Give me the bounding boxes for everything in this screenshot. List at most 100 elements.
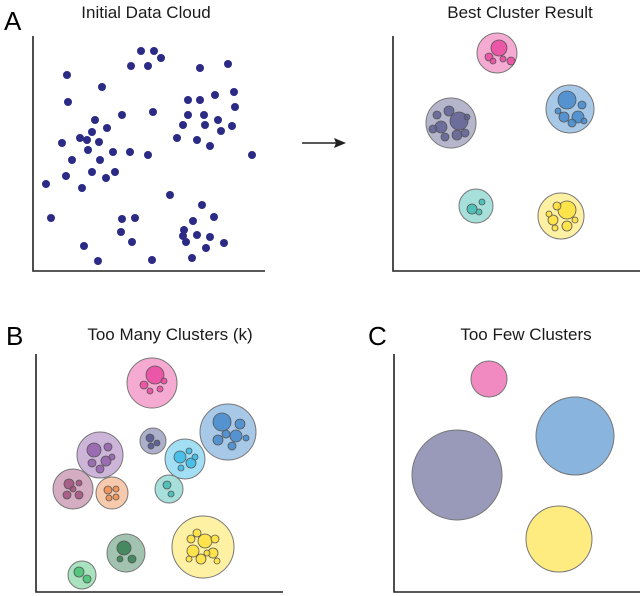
data-point [198,201,206,209]
cluster-member [242,434,250,442]
cluster-member [212,434,224,446]
cluster-member [221,429,231,439]
cluster-member [192,528,202,538]
data-point [188,254,196,262]
cluster-cyan [164,438,206,480]
cluster-member [74,490,84,500]
data-point [42,180,50,188]
data-point [224,60,232,68]
data-point [220,239,228,247]
data-point [193,231,201,239]
data-point [196,64,204,72]
cluster-boundary [411,429,503,521]
cluster-member [234,418,246,430]
data-point [78,184,86,192]
cluster-member [87,458,97,468]
cluster-member [112,485,120,493]
data-point [64,98,72,106]
cluster-blue [199,403,257,461]
cluster-member [466,203,478,215]
data-point [217,127,225,135]
cluster-member [173,450,187,464]
cluster-member [460,128,470,138]
cluster-member [147,442,155,450]
cluster-member [146,387,154,395]
axes-too-many [35,354,283,593]
data-point [157,54,165,62]
cluster-member [75,479,83,487]
cluster-member [227,441,237,451]
data-point [206,142,214,150]
data-point [94,257,102,265]
cluster-member [212,412,232,432]
axes-best [392,36,640,272]
data-point [91,116,99,124]
data-point [231,103,239,111]
data-point [109,148,117,156]
cluster-member [156,385,164,393]
cluster-member [428,124,438,134]
cluster-member [558,111,570,123]
cluster-member [103,442,113,452]
cluster-boundary [154,474,184,504]
arrow-right-icon [302,138,346,148]
data-point [184,111,192,119]
cluster-member [499,55,507,63]
cluster-member [580,117,588,125]
data-point [95,138,103,146]
cluster-member [177,464,185,472]
cluster-member [185,447,193,455]
cluster-member [73,566,85,578]
cluster-member [463,113,471,121]
cluster-member [561,220,573,232]
cluster-member [139,380,149,390]
data-point [148,256,156,264]
cluster-member [82,574,92,584]
data-point [98,83,106,91]
data-point [68,156,76,164]
cluster-member [551,224,559,232]
cluster-plum [52,468,94,510]
cluster-pink [126,357,178,409]
best-cluster-group [425,32,595,240]
cluster-member [203,549,211,557]
cluster-blue [535,396,615,476]
data-point [118,215,126,223]
axes-too-few [393,354,640,593]
cluster-member [213,557,221,565]
cluster-member [478,198,486,206]
data-point [180,226,188,234]
title-initial-data-cloud: Initial Data Cloud [81,3,210,22]
cluster-member [167,490,175,498]
data-point [179,232,187,240]
data-point [63,71,71,79]
data-point [111,168,119,176]
data-point [118,111,126,119]
title-best-cluster-result: Best Cluster Result [447,3,593,22]
cluster-member [100,455,112,467]
cluster-pink [470,360,508,398]
cluster-member [105,494,113,502]
cluster-member [112,493,120,501]
cluster-navy [139,427,167,455]
cluster-member [577,100,587,110]
cluster-boundary [525,505,593,573]
data-point [248,151,256,159]
cluster-teal [458,188,494,224]
data-point [127,62,135,70]
cluster-member [116,555,124,563]
data-point [166,191,174,199]
data-point [88,168,96,176]
data-point [88,128,96,136]
data-point [96,156,104,164]
cluster-member [186,534,196,544]
cluster-member [557,90,577,110]
cluster-boundary [535,396,615,476]
data-point [206,233,214,241]
cluster-member [62,490,72,500]
cluster-member [103,485,113,495]
data-point [131,214,139,222]
cluster-member [127,554,137,564]
cluster-boundary [470,360,508,398]
